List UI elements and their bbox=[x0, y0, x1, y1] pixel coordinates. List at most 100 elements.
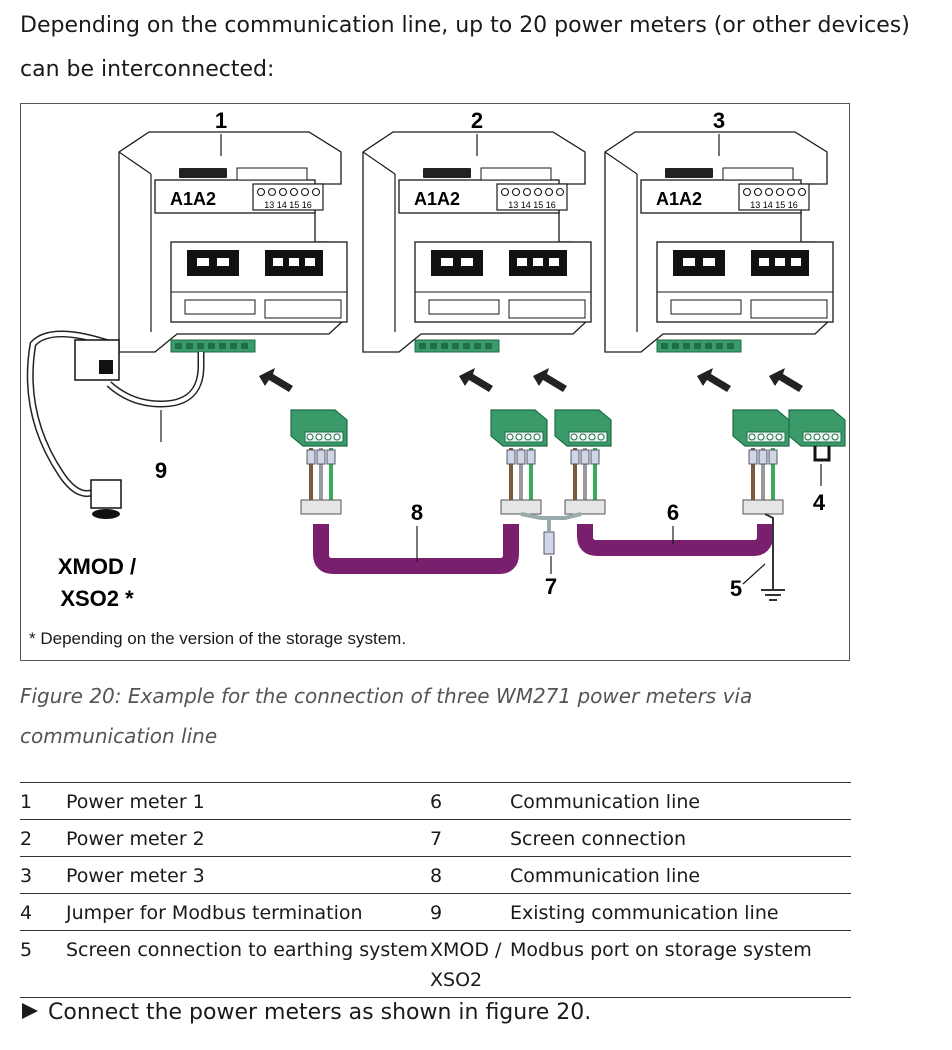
housing-edge bbox=[362, 151, 396, 175]
port-label: XSO2 * bbox=[60, 586, 134, 611]
meter-model-label: A1A2 bbox=[414, 189, 460, 209]
terminal-screw bbox=[544, 187, 554, 197]
rj-socket bbox=[197, 258, 209, 266]
terminal-slot bbox=[208, 343, 215, 349]
earth-wire bbox=[764, 513, 774, 590]
terminal-screw bbox=[775, 187, 785, 197]
terminal-screw bbox=[289, 187, 299, 197]
rj-socket bbox=[549, 258, 559, 266]
instruction-text: Connect the power meters as shown in fig… bbox=[48, 1000, 592, 1025]
ferrule bbox=[768, 449, 778, 465]
plug-screw bbox=[524, 433, 532, 441]
legend-description: Screen connection to earthing system bbox=[66, 930, 430, 998]
legend-number: 5 bbox=[20, 930, 66, 998]
terminal-slot bbox=[683, 343, 690, 349]
terminal-screw bbox=[753, 187, 763, 197]
rj-socket bbox=[775, 258, 785, 266]
plug-screw bbox=[804, 433, 812, 441]
terminal-screw bbox=[555, 187, 565, 197]
terminal-screw bbox=[267, 187, 277, 197]
terminal-numbers: 13 14 15 16 bbox=[264, 200, 312, 210]
plug-face bbox=[504, 431, 544, 443]
ferrule bbox=[306, 449, 316, 465]
terminal-slot bbox=[474, 343, 481, 349]
plug-screw bbox=[570, 433, 578, 441]
callout-number: 3 bbox=[713, 108, 725, 133]
rj-socket bbox=[289, 258, 299, 266]
terminal-slot bbox=[485, 343, 492, 349]
screen-wire bbox=[520, 512, 582, 520]
rj-socket bbox=[217, 258, 229, 266]
callout-number: 6 bbox=[667, 500, 679, 525]
terminal-screw bbox=[522, 187, 532, 197]
terminal-slot bbox=[230, 343, 237, 349]
terminal-slot bbox=[430, 343, 437, 349]
screen-ferrule bbox=[543, 531, 555, 555]
ferrule bbox=[570, 449, 580, 465]
triangle-bullet-icon bbox=[22, 1003, 38, 1019]
cable-sleeve bbox=[742, 499, 784, 515]
rj-socket bbox=[517, 258, 527, 266]
rj-port bbox=[187, 250, 239, 276]
ferrule bbox=[526, 449, 536, 465]
cable-sleeve bbox=[500, 499, 542, 515]
instruction-step: Connect the power meters as shown in fig… bbox=[22, 1000, 591, 1025]
legend-number: 8 bbox=[430, 856, 510, 894]
termination-jumper bbox=[813, 446, 831, 462]
rj-socket bbox=[533, 258, 543, 266]
terminal-slot bbox=[441, 343, 448, 349]
terminal-slot bbox=[672, 343, 679, 349]
legend-number: XMOD / XSO2 bbox=[430, 930, 510, 998]
xmod-socket bbox=[92, 509, 120, 519]
ferrule bbox=[758, 449, 768, 465]
terminal-screw bbox=[300, 187, 310, 197]
plug-face bbox=[304, 431, 344, 443]
terminal-numbers: 13 14 15 16 bbox=[508, 200, 556, 210]
ferrule bbox=[506, 449, 516, 465]
legend-description: Jumper for Modbus termination bbox=[66, 893, 430, 931]
legend-number: 1 bbox=[20, 782, 66, 820]
ferrule bbox=[590, 449, 600, 465]
rj-socket bbox=[441, 258, 453, 266]
callout-line bbox=[742, 563, 766, 585]
terminal-screw bbox=[311, 187, 321, 197]
terminal-slot bbox=[463, 343, 470, 349]
ferrule bbox=[580, 449, 590, 465]
ferrule bbox=[516, 449, 526, 465]
terminal-block bbox=[738, 183, 810, 211]
plug-face bbox=[746, 431, 786, 443]
rj-socket bbox=[683, 258, 695, 266]
terminal-screw bbox=[511, 187, 521, 197]
plug-screw bbox=[822, 433, 830, 441]
cable-sleeve bbox=[300, 499, 342, 515]
plug-screw bbox=[831, 433, 839, 441]
insert-arrow bbox=[459, 368, 493, 392]
green-plug bbox=[554, 409, 612, 447]
plug-screw bbox=[766, 433, 774, 441]
terminal-screw bbox=[797, 187, 807, 197]
meter-model-label: A1A2 bbox=[170, 189, 216, 209]
terminal-screw bbox=[786, 187, 796, 197]
green-plug bbox=[788, 409, 846, 447]
xmod-plug bbox=[90, 479, 122, 509]
legend-description: Power meter 2 bbox=[66, 819, 430, 857]
terminal-numbers: 13 14 15 16 bbox=[750, 200, 798, 210]
plug-screw bbox=[533, 433, 541, 441]
terminal-slot bbox=[705, 343, 712, 349]
legend-number: 4 bbox=[20, 893, 66, 931]
rj-socket bbox=[273, 258, 283, 266]
intro-text: Depending on the communication line, up … bbox=[20, 13, 910, 82]
terminal-block bbox=[496, 183, 568, 211]
legend-number: 6 bbox=[430, 782, 510, 820]
cable-sleeve bbox=[564, 499, 606, 515]
terminal-screw bbox=[764, 187, 774, 197]
insert-arrow bbox=[533, 368, 567, 392]
legend-number: 2 bbox=[20, 819, 66, 857]
communication-cable-8 bbox=[313, 524, 519, 574]
communication-cable-6 bbox=[577, 524, 773, 556]
